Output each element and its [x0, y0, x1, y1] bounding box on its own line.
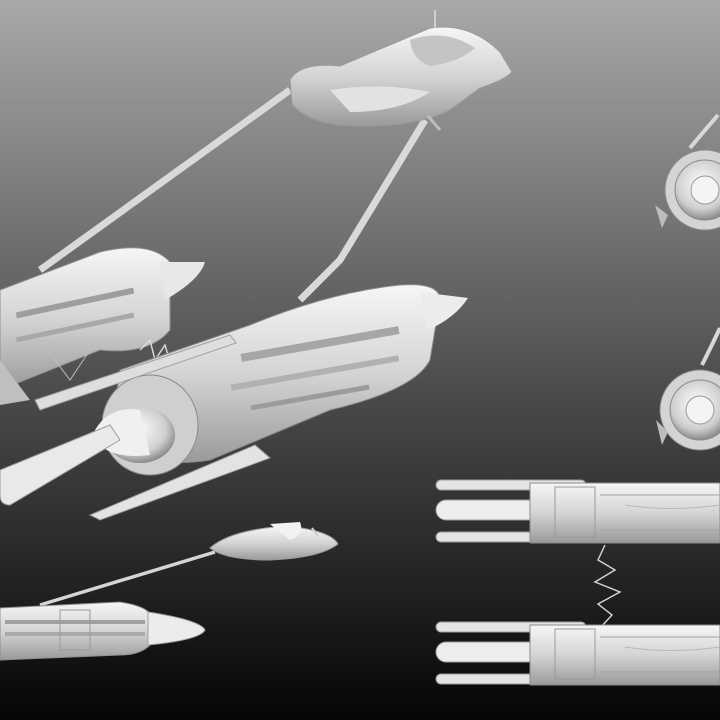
control-cable: [297, 118, 428, 303]
intake-flap: [34, 334, 237, 411]
top-view-lower: [435, 621, 720, 686]
intake-flap: [88, 444, 271, 521]
energy-binder: [593, 544, 622, 629]
engine-left: [0, 247, 205, 405]
perspective-view: [0, 10, 513, 521]
top-view-upper: [435, 479, 720, 544]
control-cable: [37, 87, 293, 273]
front-view-lower: [656, 327, 720, 451]
side-cockpit: [209, 522, 339, 561]
side-cable: [39, 550, 216, 607]
side-engine: [0, 601, 206, 661]
front-view-upper: [655, 113, 720, 231]
side-view: [0, 522, 339, 661]
cockpit-pod: [289, 10, 513, 131]
intake-flap: [0, 424, 121, 506]
